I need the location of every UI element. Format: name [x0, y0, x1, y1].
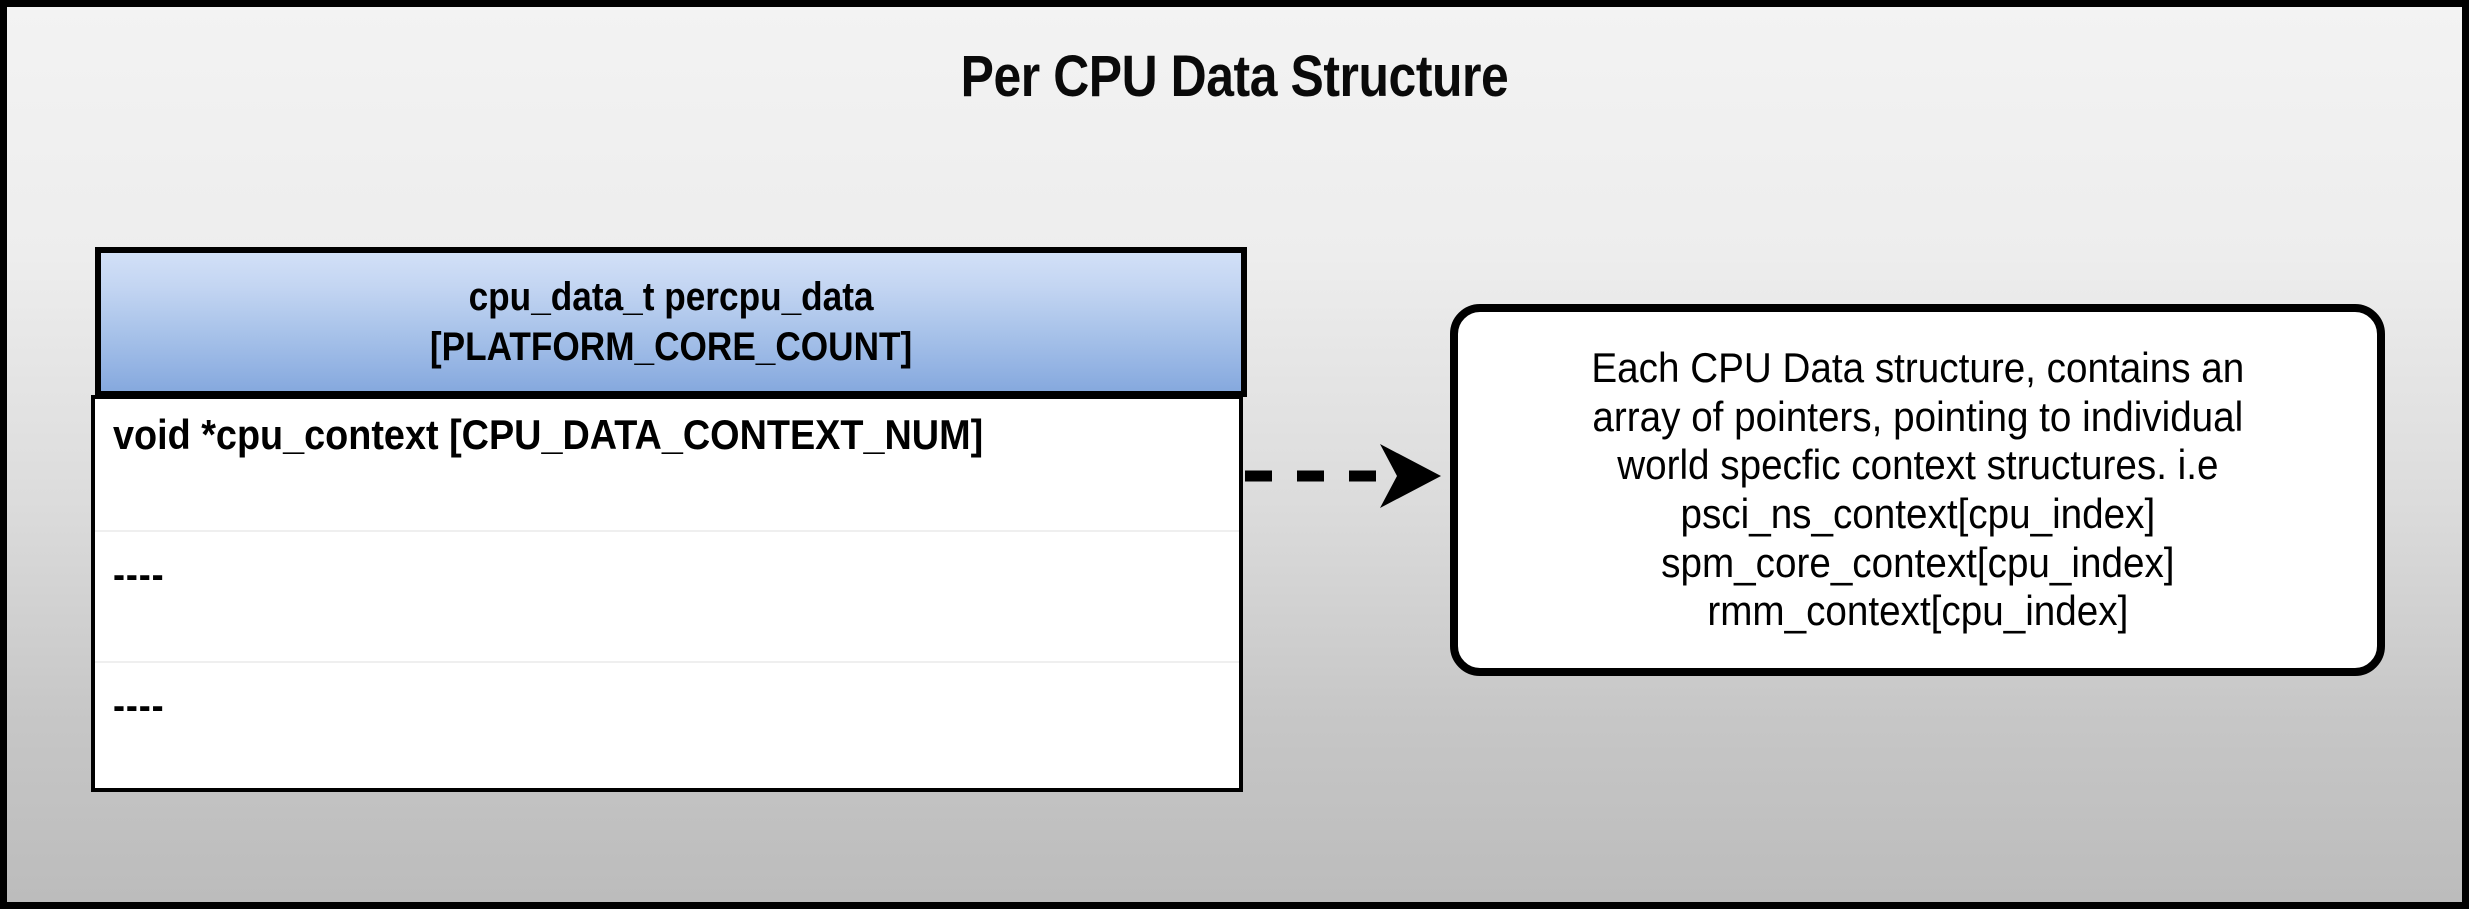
- struct-table-body: void *cpu_context [CPU_DATA_CONTEXT_NUM]…: [91, 395, 1243, 792]
- arrowhead-icon: [1380, 444, 1441, 508]
- struct-field-placeholder-2: ----: [113, 684, 165, 728]
- table-row: ----: [95, 530, 1239, 661]
- table-row: ----: [95, 661, 1239, 792]
- struct-field-placeholder-1: ----: [113, 553, 165, 597]
- callout-box: Each CPU Data structure, contains an arr…: [1450, 304, 2385, 676]
- struct-field-cpu-context: void *cpu_context [CPU_DATA_CONTEXT_NUM]: [113, 411, 984, 458]
- callout-text: Each CPU Data structure, contains an arr…: [1591, 343, 2244, 635]
- percpu-data-struct-table: cpu_data_t percpu_data [PLATFORM_CORE_CO…: [91, 247, 1247, 792]
- table-row: void *cpu_context [CPU_DATA_CONTEXT_NUM]: [95, 399, 1239, 530]
- page-title: Per CPU Data Structure: [960, 44, 1509, 109]
- struct-table-header: cpu_data_t percpu_data [PLATFORM_CORE_CO…: [95, 247, 1247, 397]
- struct-header-line-1: cpu_data_t percpu_data: [468, 275, 874, 319]
- struct-header-line-2: [PLATFORM_CORE_COUNT]: [429, 325, 913, 369]
- dashed-arrow-connector: [1245, 437, 1445, 517]
